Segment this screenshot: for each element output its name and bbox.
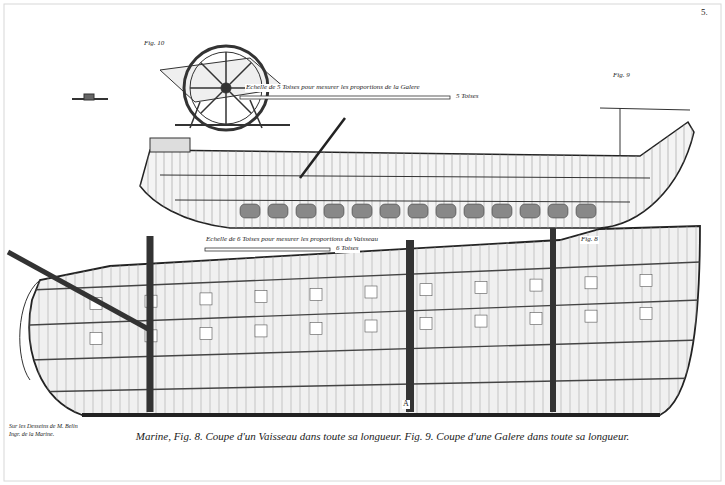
engraver-credit: Sur les Desseins de M. Belin: [8, 423, 79, 430]
plate-number: 5.: [700, 8, 709, 18]
scale-unit: 5 Toises: [455, 93, 480, 101]
plate-caption: Marine, Fig. 8. Coupe d'un Vaisseau dans…: [135, 430, 630, 442]
small-tool: [72, 94, 108, 100]
plate-border: [4, 4, 721, 481]
galley-section: [140, 108, 694, 232]
scale-title: Echelle de 5 Toises pour mesurer les pro…: [245, 84, 421, 92]
engraver-credit: Ingr. de la Marine.: [8, 431, 55, 438]
callout-letter: A: [402, 400, 410, 409]
figure-number: Fig. 8: [580, 236, 599, 244]
scale-unit: 6 Toises: [335, 245, 360, 253]
scale-title: Echelle de 6 Toises pour mesurer les pro…: [205, 236, 379, 244]
ship-section: [8, 220, 700, 420]
figure-number: Fig. 9: [612, 72, 631, 80]
figure-number: Fig. 10: [143, 40, 165, 48]
